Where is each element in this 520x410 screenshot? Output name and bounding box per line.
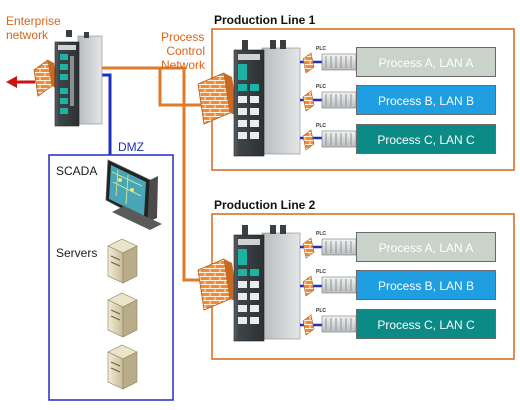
plc-label: PLC — [316, 123, 326, 129]
process-control-network-label: Process Control Network — [161, 30, 206, 72]
firewall-line-1-icon — [197, 72, 238, 125]
plc-layer — [302, 52, 357, 336]
process-box-line2-2: Process B, LAN B — [356, 270, 496, 300]
process-box-line1-2: Process B, LAN B — [356, 85, 496, 115]
plc-firewall-icon — [302, 275, 315, 297]
server-2-icon — [107, 292, 138, 338]
process-box-line1-1: Process A, LAN A — [356, 47, 496, 77]
server-3-icon — [107, 344, 138, 390]
enterprise-router-icon — [54, 30, 103, 127]
plc-firewall-icon — [302, 90, 315, 112]
plc-firewall-icon — [302, 237, 315, 259]
firewall-line-2-icon — [197, 258, 238, 311]
plc-icon — [302, 129, 357, 151]
plc-label: PLC — [316, 231, 326, 237]
plc-icon — [302, 314, 357, 336]
plc-label: PLC — [316, 84, 326, 90]
server-1-icon — [107, 238, 138, 284]
firewall-enterprise-icon — [33, 59, 58, 97]
plc-icon — [302, 52, 357, 74]
process-box-line2-3: Process C, LAN C — [356, 309, 496, 339]
process-box-line1-3: Process C, LAN C — [356, 124, 496, 154]
production-line-1-switch-icon — [233, 40, 301, 157]
dmz-label: DMZ — [118, 140, 144, 154]
production-line-2-title: Production Line 2 — [214, 198, 316, 212]
plc-firewall-icon — [302, 129, 315, 151]
servers-label: Servers — [56, 246, 98, 260]
plc-firewall-icon — [302, 52, 315, 74]
production-line-2-switch-icon — [233, 225, 301, 342]
enterprise-network-label: Enterprise network — [6, 14, 61, 42]
plc-label: PLC — [316, 269, 326, 275]
scada-monitor-icon — [105, 159, 162, 230]
enterprise-arrow — [6, 76, 35, 88]
production-line-1-title: Production Line 1 — [214, 13, 316, 27]
dmz-link-line — [101, 73, 112, 155]
plc-label: PLC — [316, 308, 326, 314]
plc-icon — [302, 237, 357, 259]
plc-firewall-icon — [302, 314, 315, 336]
plc-icon — [302, 90, 357, 112]
plc-label: PLC — [316, 46, 326, 52]
plc-icon — [302, 275, 357, 297]
process-control-network-lines — [101, 66, 214, 282]
process-box-line2-1: Process A, LAN A — [356, 232, 496, 262]
scada-label: SCADA — [56, 164, 98, 178]
